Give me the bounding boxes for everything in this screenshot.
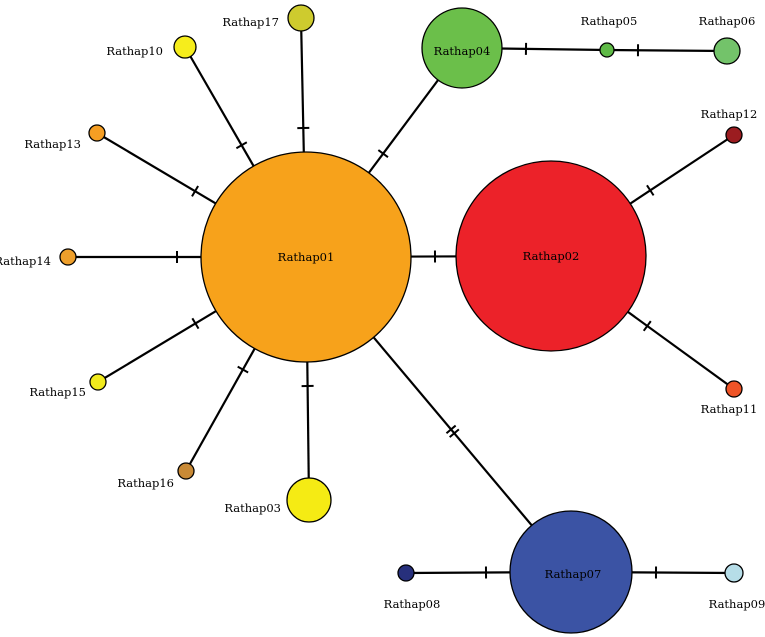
- label-rathap06: Rathap06: [699, 14, 756, 28]
- label-rathap12: Rathap12: [701, 107, 758, 121]
- mutation-tick: [642, 320, 652, 332]
- label-rathap13: Rathap13: [24, 137, 81, 151]
- mutation-tick: [646, 184, 655, 196]
- label-rathap16: Rathap16: [117, 476, 174, 490]
- label-rathap07: Rathap07: [545, 567, 602, 581]
- label-rathap09: Rathap09: [709, 597, 765, 611]
- label-rathap17: Rathap17: [222, 15, 279, 29]
- mutation-tick: [449, 428, 460, 438]
- label-rathap14: Rathap14: [0, 254, 51, 268]
- node-rathap02: [455, 160, 647, 352]
- label-rathap01: Rathap01: [278, 250, 335, 264]
- node-rathap09: [724, 563, 744, 583]
- mutation-tick: [191, 317, 200, 330]
- mutation-tick: [235, 141, 248, 150]
- node-rathap04: [421, 7, 503, 89]
- node-rathap14: [59, 248, 77, 266]
- node-rathap01: [200, 151, 412, 363]
- label-rathap11: Rathap11: [701, 402, 758, 416]
- node-rathap15: [89, 373, 107, 391]
- node-rathap06: [713, 37, 741, 65]
- label-rathap08: Rathap08: [384, 597, 441, 611]
- label-rathap10: Rathap10: [106, 44, 163, 58]
- mutation-tick: [237, 365, 249, 374]
- mutation-tick: [445, 424, 457, 435]
- label-rathap03: Rathap03: [224, 501, 281, 515]
- node-rathap17: [287, 4, 315, 32]
- node-rathap12: [725, 126, 743, 144]
- node-rathap08: [397, 564, 415, 582]
- label-rathap04: Rathap04: [434, 44, 491, 58]
- node-rathap10: [173, 35, 197, 59]
- label-rathap05: Rathap05: [581, 14, 638, 28]
- network-nodes: [59, 4, 744, 634]
- mutation-tick: [191, 185, 199, 197]
- mutation-ticks: [176, 42, 658, 579]
- node-rathap11: [725, 380, 743, 398]
- edge-Rathap05-Rathap06: [606, 48, 728, 53]
- node-rathap13: [88, 124, 106, 142]
- label-rathap02: Rathap02: [523, 249, 580, 263]
- node-rathap03: [286, 477, 332, 523]
- node-rathap07: [509, 510, 633, 634]
- mutation-tick: [377, 149, 389, 159]
- label-rathap15: Rathap15: [29, 385, 86, 399]
- node-rathap05: [599, 42, 615, 58]
- node-rathap16: [177, 462, 195, 480]
